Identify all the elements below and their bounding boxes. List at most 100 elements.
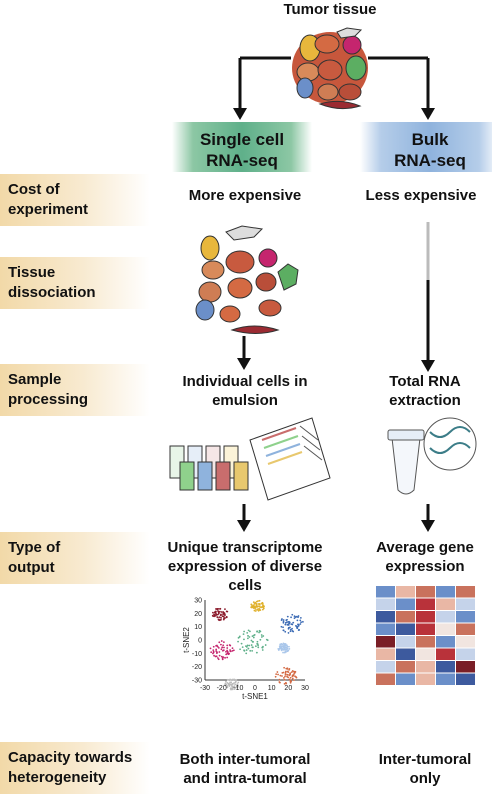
- tsne-point: [220, 613, 222, 616]
- tsne-point: [231, 683, 234, 685]
- heatmap-cell: [436, 661, 455, 673]
- tsne-point: [220, 617, 222, 619]
- bulk-header-line2: RNA-seq: [394, 151, 466, 170]
- tsne-point: [294, 624, 297, 627]
- heatmap-cell: [376, 623, 395, 635]
- tsne-point: [215, 655, 218, 658]
- heatmap-cell: [376, 611, 395, 623]
- row-label-line: heterogeneity: [8, 769, 107, 786]
- tsne-point: [259, 609, 262, 612]
- tsne-point: [258, 604, 261, 606]
- tsne-point: [281, 675, 283, 677]
- row-label-line: output: [8, 559, 55, 576]
- single-heterogeneity-line: Both inter-tumoral: [179, 751, 311, 768]
- tsne-x-tick-label: 20: [284, 685, 292, 692]
- tsne-point: [283, 646, 286, 649]
- single-processing-line: Individual cells in: [182, 373, 308, 390]
- tsne-point: [286, 670, 289, 673]
- tsne-point: [216, 616, 219, 619]
- tsne-point: [261, 602, 264, 605]
- row-label-output: Type of output: [0, 532, 150, 584]
- tsne-point: [279, 647, 282, 650]
- tsne-y-tick-label: -30: [192, 678, 202, 685]
- heatmap-cell: [436, 648, 455, 660]
- tsne-point: [289, 680, 292, 683]
- row-label-line: Cost of: [8, 181, 60, 198]
- tsne-point: [285, 650, 287, 653]
- tsne-point: [299, 623, 302, 625]
- row-label-line: processing: [8, 391, 89, 408]
- tsne-point: [291, 623, 294, 626]
- tsne-point: [280, 645, 283, 648]
- tsne-point: [260, 636, 263, 638]
- tsne-point: [220, 611, 223, 613]
- tsne-point: [291, 670, 294, 672]
- tsne-point: [287, 676, 290, 679]
- tsne-point: [218, 641, 221, 644]
- tsne-point: [226, 656, 229, 659]
- tsne-point: [211, 614, 214, 617]
- tsne-point: [255, 603, 258, 605]
- heatmap-cell: [456, 648, 475, 660]
- tsne-y-axis-label: t-SNE2: [182, 627, 191, 653]
- heatmap-cell: [396, 598, 415, 610]
- single-output-line: cells: [228, 577, 262, 594]
- tsne-point: [224, 617, 226, 619]
- tsne-point: [290, 671, 293, 674]
- top-title: Tumor tissue: [283, 1, 377, 18]
- single-cell-header-line2: RNA-seq: [206, 151, 278, 170]
- tsne-point: [279, 643, 282, 646]
- tsne-point: [289, 676, 292, 679]
- heatmap-cell: [396, 648, 415, 660]
- tsne-point: [230, 683, 233, 686]
- tsne-point: [286, 667, 289, 670]
- tsne-point: [218, 616, 221, 619]
- tsne-point: [210, 651, 213, 654]
- tsne-point: [231, 687, 234, 689]
- tsne-point: [258, 631, 260, 634]
- tsne-point: [250, 639, 253, 642]
- tsne-point: [220, 640, 223, 642]
- tsne-point: [220, 643, 222, 646]
- heatmap-cell: [396, 661, 415, 673]
- tsne-point: [230, 681, 232, 684]
- bulk-processing: Total RNA extraction: [358, 372, 492, 410]
- heatmap-cell: [416, 636, 435, 648]
- row-label-line: Tissue: [8, 264, 56, 281]
- tsne-point: [288, 674, 291, 677]
- tsne-point: [282, 651, 284, 654]
- tsne-point: [236, 683, 239, 686]
- tsne-point: [254, 645, 257, 648]
- tsne-y-tick-label: 20: [194, 611, 202, 618]
- tsne-point: [234, 683, 237, 686]
- tsne-point: [224, 656, 226, 659]
- tsne-point: [231, 685, 233, 688]
- heatmap-cell: [396, 623, 415, 635]
- heatmap-cell: [456, 611, 475, 623]
- tsne-point: [215, 648, 218, 651]
- tsne-point: [221, 615, 224, 618]
- heatmap-cell: [456, 623, 475, 635]
- tsne-point: [220, 655, 223, 658]
- tsne-x-axis-label: t-SNE1: [242, 692, 268, 701]
- tsne-point: [232, 649, 235, 652]
- tsne-point: [288, 621, 291, 624]
- tsne-y-tick-label: -10: [192, 651, 202, 658]
- tsne-point: [293, 672, 296, 674]
- tsne-point: [250, 603, 253, 606]
- tsne-point: [256, 605, 258, 608]
- tsne-point: [300, 621, 302, 624]
- tsne-point: [231, 678, 234, 681]
- tsne-point: [301, 620, 304, 623]
- tsne-x-tick-label: -20: [217, 685, 227, 692]
- tsne-point: [275, 673, 278, 676]
- tsne-point: [261, 604, 264, 606]
- tsne-point: [287, 627, 290, 630]
- single-output: Unique transcriptome expression of diver…: [150, 538, 340, 595]
- single-processing-line: emulsion: [212, 392, 278, 409]
- tsne-point: [238, 636, 241, 638]
- heatmap-cell: [436, 611, 455, 623]
- tsne-point: [293, 617, 296, 620]
- tsne-point: [256, 608, 259, 611]
